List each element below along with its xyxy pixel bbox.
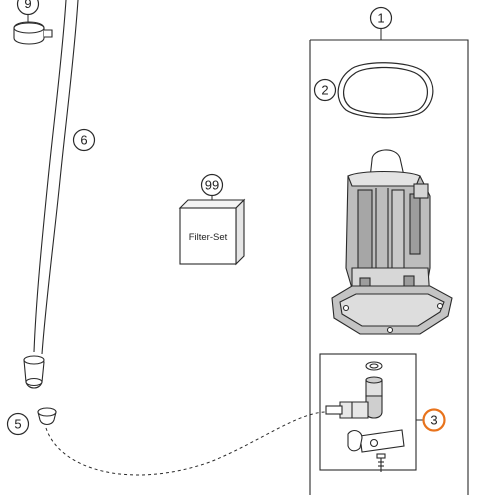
callout-9[interactable]: 9	[16, 0, 40, 16]
fuel-pump-unit	[331, 149, 453, 335]
elbow-connector	[325, 376, 383, 419]
fuel-pump-group-frame	[309, 39, 469, 495]
hose-routing-dashed	[45, 411, 331, 476]
filter-set-label: Filter-Set	[189, 232, 228, 243]
callout-2[interactable]: 2	[313, 78, 337, 102]
callout-99[interactable]: 99	[200, 173, 224, 197]
hose-clamp-top	[13, 21, 53, 45]
hose-end-fitting	[23, 355, 45, 389]
callout-label: 2	[321, 83, 328, 98]
fuel-connector-subgroup-frame	[319, 353, 417, 471]
filter-set-box	[178, 198, 246, 266]
callout-label: 99	[205, 178, 219, 193]
callout-6[interactable]: 6	[72, 128, 96, 152]
callout-5[interactable]: 5	[6, 412, 30, 436]
hose-clamp-small	[37, 407, 57, 426]
callout-label: 6	[80, 133, 87, 148]
callout-1[interactable]: 1	[369, 6, 393, 30]
o-ring	[365, 361, 383, 371]
callout-label: 9	[24, 0, 31, 11]
bracket-screw	[376, 453, 386, 472]
retaining-bracket	[347, 429, 405, 453]
pump-gasket	[337, 62, 434, 119]
callout-label: 3	[430, 413, 437, 428]
callout-label: 1	[377, 11, 384, 26]
fuel-hose	[33, 0, 79, 355]
callout-label: 5	[14, 417, 21, 432]
callout-3[interactable]: 3	[422, 408, 446, 432]
